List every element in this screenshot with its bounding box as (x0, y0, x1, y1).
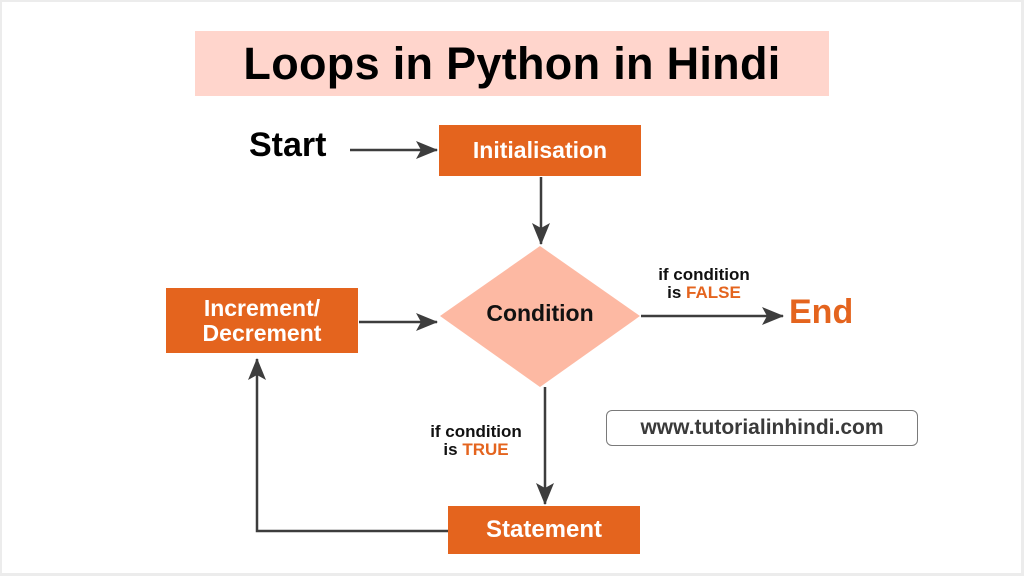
condition-diamond (440, 246, 640, 387)
initialisation-box: Initialisation (439, 125, 641, 176)
condition-label: Condition (486, 300, 594, 326)
page-title: Loops in Python in Hindi (243, 37, 781, 89)
false-label-line1: if condition (658, 265, 750, 284)
decrement-label: Decrement (202, 319, 322, 346)
false-label-prefix: is (667, 283, 687, 302)
website-watermark: www.tutorialinhindi.com (606, 410, 918, 446)
website-url: www.tutorialinhindi.com (640, 416, 884, 439)
initialisation-label: Initialisation (472, 137, 608, 163)
end-label: End (789, 293, 854, 331)
start-label: Start (249, 126, 327, 164)
increment-label: Increment/ (203, 294, 321, 321)
statement-box: Statement (448, 506, 640, 554)
false-label-line2: is FALSE (646, 284, 762, 302)
true-label-line2: is TRUE (416, 441, 536, 459)
true-label-line1: if condition (430, 422, 522, 441)
title-banner: Loops in Python in Hindi (195, 31, 829, 96)
false-branch-label: if condition is FALSE (646, 266, 762, 302)
increment-decrement-box: Increment/ Decrement (166, 288, 358, 353)
true-label-prefix: is (443, 440, 463, 459)
statement-label: Statement (485, 516, 603, 543)
true-branch-label: if condition is TRUE (416, 423, 536, 459)
false-keyword: FALSE (686, 283, 741, 302)
arrow-statement-to-increment (248, 358, 448, 533)
true-keyword: TRUE (462, 440, 509, 459)
